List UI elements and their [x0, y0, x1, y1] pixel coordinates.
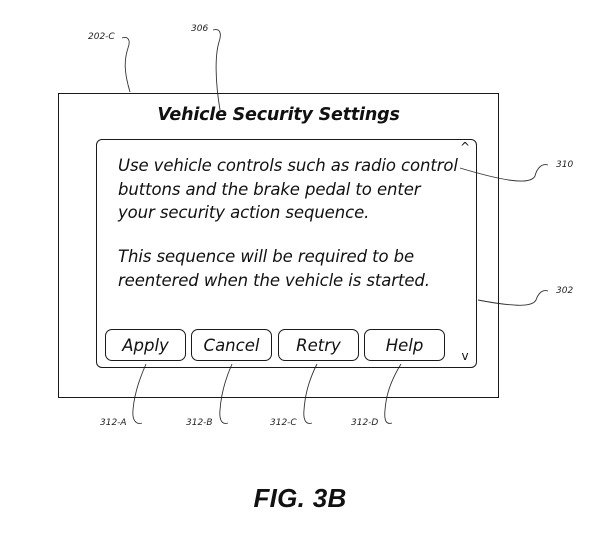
- ref-312-d: 312-D: [351, 418, 379, 428]
- ref-302: 302: [556, 286, 574, 296]
- retry-button[interactable]: Retry: [278, 329, 359, 361]
- figure-caption: FIG. 3B: [253, 483, 347, 513]
- leader-310: [459, 164, 549, 182]
- leader-312-d: [384, 363, 402, 424]
- cancel-button[interactable]: Cancel: [191, 329, 272, 361]
- apply-button[interactable]: Apply: [105, 329, 186, 361]
- ref-306: 306: [191, 24, 209, 34]
- ref-312-b: 312-B: [186, 418, 213, 428]
- instruction-text: Use vehicle controls such as radio contr…: [118, 156, 458, 222]
- leader-306: [212, 29, 221, 111]
- display-screen: [58, 93, 499, 398]
- leader-312-a: [132, 363, 147, 424]
- leader-312-b: [219, 363, 233, 424]
- ref-312-a: 312-A: [100, 418, 127, 428]
- leader-312-c: [303, 363, 318, 424]
- scroll-up-arrow-icon[interactable]: ^: [459, 140, 471, 154]
- ref-202-c: 202-C: [88, 32, 115, 42]
- ref-310: 310: [556, 160, 574, 170]
- reentry-notice-text: This sequence will be required to be ree…: [118, 247, 430, 290]
- ref-312-c: 312-C: [270, 418, 297, 428]
- leader-202-c: [121, 37, 131, 93]
- screen-title: Vehicle Security Settings: [157, 105, 400, 125]
- help-button[interactable]: Help: [364, 329, 445, 361]
- scroll-down-arrow-icon[interactable]: v: [461, 349, 469, 363]
- message-panel: [96, 139, 477, 368]
- leader-302: [477, 290, 549, 306]
